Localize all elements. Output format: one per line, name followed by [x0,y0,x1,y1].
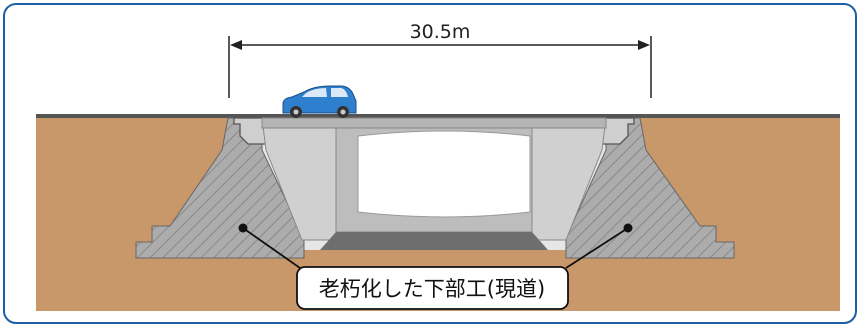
channel-bottom [320,232,548,250]
left-abutment [135,117,305,259]
culvert-opening [357,130,531,218]
road-surface [36,114,840,118]
callout-label: 老朽化した下部工(現道) [319,277,545,301]
callout-leaders [238,223,633,269]
span-dimension [228,36,652,98]
callout-box [296,266,569,310]
right-abutment [565,117,735,259]
left-callout-dot [238,223,248,233]
bridge-deck [261,117,607,129]
car-icon [282,85,357,118]
span-label: 30.5m [410,21,471,43]
right-callout-dot [623,223,633,233]
